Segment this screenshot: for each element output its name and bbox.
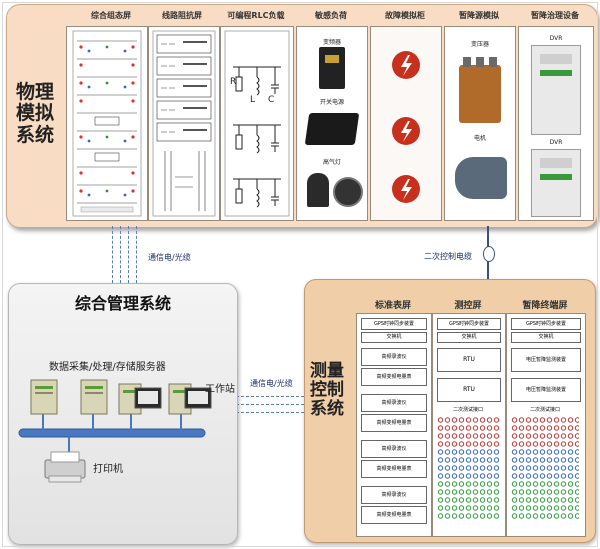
lightning-icon	[392, 117, 420, 145]
hf-meter: 高频变频电量表	[361, 368, 427, 386]
printer-icon	[44, 451, 86, 483]
link-line	[128, 226, 129, 283]
sag-monitor-device: 电压暂降监测装置	[511, 348, 581, 372]
column-title-fault-cabinet: 故障模拟柜	[385, 11, 425, 20]
motor-device	[455, 157, 507, 199]
hf-recorder: 高频录波仪	[361, 440, 427, 458]
hf-meter: 高频变频电量表	[361, 414, 427, 432]
hf-recorder: 高频录波仪	[361, 394, 427, 412]
server-icon	[118, 383, 162, 415]
sensitive-load-cabinet: 变频器 开关电源 高气灯	[296, 26, 368, 221]
rlc-letter-c: C	[268, 95, 275, 105]
measurement-system-label: 测量 控制 系统	[310, 361, 344, 420]
cable-coupler-icon	[483, 246, 495, 262]
test-terminal-grid	[511, 416, 579, 520]
line-impedance-cabinet	[148, 26, 220, 221]
lightning-icon	[392, 175, 420, 203]
rtu-device: RTU	[437, 348, 501, 372]
secondary-cable-label: 二次控制电缆	[424, 252, 472, 261]
screen-title-measure-control: 测控屏	[454, 301, 482, 311]
dvr-caption-2: DVR	[549, 139, 563, 146]
column-title-sag-source: 暂降源模拟	[459, 11, 499, 20]
motor-caption: 电机	[473, 135, 486, 142]
rlc-letter-r: R	[230, 77, 237, 87]
screen-title-sag-terminal: 暂降终端屏	[522, 301, 568, 311]
switch-device: 交换机	[511, 332, 581, 343]
switch-device: 交换机	[361, 332, 427, 343]
hf-meter: 高频变频电量表	[361, 460, 427, 478]
sag-terminal-screen: GPS时钟同步装置 交换机 电压暂降监测装置 电压暂降监测装置 二次测试接口	[506, 313, 586, 537]
workstation-label: 工作站	[205, 384, 235, 395]
lamp-caption: 高气灯	[322, 159, 341, 166]
test-interface-label: 二次测试接口	[529, 407, 560, 413]
sag-source-cabinet: 变压器 电机	[444, 26, 516, 221]
rtu-device: RTU	[437, 378, 501, 402]
lightning-icon	[392, 51, 420, 79]
column-title-sensitive-load: 敏感负荷	[315, 11, 347, 20]
comm-cable-label-mid: 通信电/光缆	[250, 379, 293, 388]
rlc-load-cabinet: R L C	[220, 26, 294, 221]
hf-recorder: 高频录波仪	[361, 348, 427, 366]
dvr-caption-1: DVR	[549, 35, 563, 42]
config-screen-drawing	[72, 30, 142, 217]
switch-power-caption: 开关电源	[319, 99, 344, 106]
hf-meter: 高频变频电量表	[361, 506, 427, 524]
standard-meter-screen: GPS时钟同步装置 交换机 高频录波仪 高频变频电量表 高频录波仪 高频变频电量…	[356, 313, 432, 537]
link-line	[112, 226, 113, 283]
physical-system-label: 物理 模拟 系统	[15, 81, 54, 146]
sag-mitigation-cabinet: DVR DVR	[518, 26, 594, 221]
link-line	[236, 396, 304, 397]
link-line	[136, 226, 137, 283]
column-title-config-screen: 综合组态屏	[91, 11, 131, 20]
transformer-caption: 变压器	[470, 41, 489, 48]
test-terminal-grid	[437, 416, 499, 520]
column-title-sag-mitigation: 暂降治理设备	[531, 11, 579, 20]
transformer-device	[459, 57, 501, 123]
workstation-icon	[168, 383, 212, 415]
measure-control-screen: GPS时钟同步装置 交换机 RTU RTU 二次测试接口	[432, 313, 506, 537]
server-icon	[30, 379, 58, 415]
config-screen-cabinet	[66, 26, 148, 221]
dvr-device-1	[531, 45, 581, 135]
sag-monitor-device: 电压暂降监测装置	[511, 378, 581, 402]
screen-title-standard-meter: 标准表屏	[374, 301, 411, 311]
rlc-load-drawing	[224, 30, 290, 217]
inverter-caption: 变频器	[322, 39, 341, 46]
management-system-title: 综合管理系统	[74, 294, 171, 313]
lamp-device-2	[333, 177, 363, 207]
link-line	[120, 226, 121, 283]
test-interface-label: 二次测试接口	[452, 407, 483, 413]
link-line	[236, 412, 304, 413]
gps-clock-device: GPS时钟同步装置	[437, 318, 501, 330]
management-network-drawing	[18, 379, 212, 483]
management-system-panel: 综合管理系统 数据采集/处理/存储服务器 工作站 打印机	[8, 283, 238, 545]
inverter-device	[319, 47, 345, 89]
line-impedance-drawing	[152, 30, 216, 217]
server-icon	[80, 379, 108, 415]
hf-recorder: 高频录波仪	[361, 486, 427, 504]
gps-clock-device: GPS时钟同步装置	[361, 318, 427, 330]
switch-power-device	[304, 113, 360, 145]
fault-cabinet	[370, 26, 442, 221]
switch-device: 交换机	[437, 332, 501, 343]
column-title-rlc-load: 可编程RLC负载	[227, 11, 285, 20]
gps-clock-device: GPS时钟同步装置	[511, 318, 581, 330]
lamp-device-1	[307, 173, 329, 207]
server-label: 数据采集/处理/存储服务器	[49, 362, 166, 373]
printer-label: 打印机	[93, 464, 123, 475]
column-title-line-impedance: 线路阻抗屏	[162, 11, 202, 20]
dvr-device-2	[531, 149, 581, 217]
link-line	[236, 404, 304, 405]
comm-cable-label-top: 通信电/光缆	[148, 253, 191, 262]
rlc-letter-l: L	[250, 95, 256, 105]
